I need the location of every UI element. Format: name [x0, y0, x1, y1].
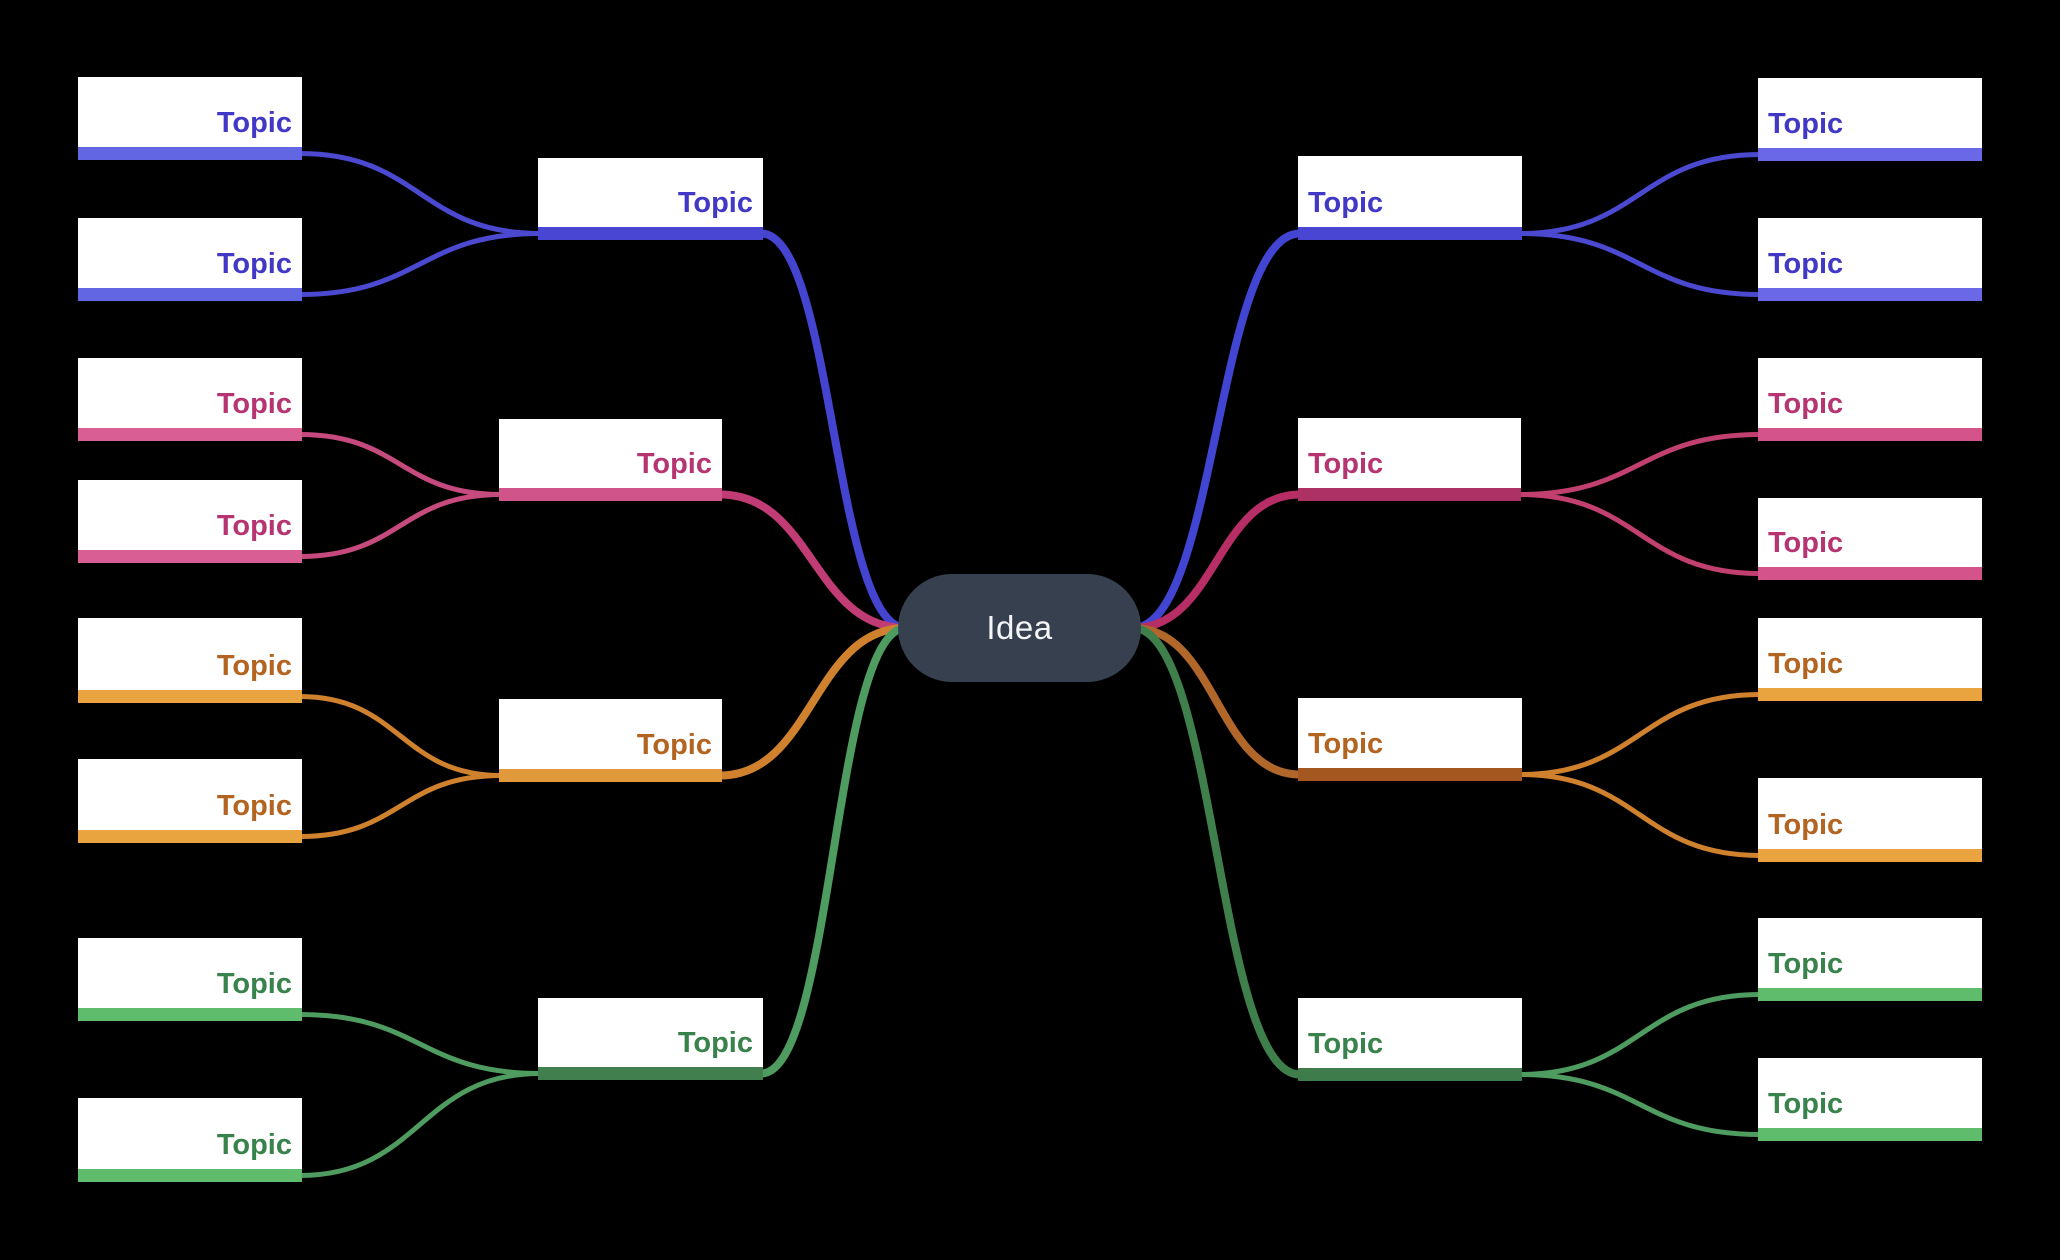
branch-link	[297, 492, 504, 559]
node-underline	[78, 147, 302, 160]
branch-link	[1517, 152, 1763, 236]
node-underline	[1298, 1068, 1522, 1081]
topic-node-label: Topic	[1768, 1088, 1844, 1120]
branch-child-node[interactable]: Topic	[78, 77, 302, 160]
node-underline	[78, 830, 302, 843]
node-underline	[1758, 849, 1982, 862]
branch-link	[1129, 490, 1304, 632]
topic-node-label: Topic	[216, 650, 292, 682]
branch-parent-node[interactable]: Topic	[538, 158, 763, 240]
branch-link	[297, 231, 543, 297]
branch-link	[297, 773, 504, 839]
node-underline	[1298, 227, 1522, 240]
node-underline	[1298, 488, 1521, 501]
branch-link	[1129, 624, 1304, 779]
branch-link	[1516, 492, 1763, 576]
topic-node-label: Topic	[1768, 108, 1844, 140]
branch-child-node[interactable]: Topic	[1758, 498, 1982, 580]
branch-child-node[interactable]: Topic	[1758, 918, 1982, 1001]
node-underline	[1758, 567, 1982, 580]
branch-parent-node[interactable]: Topic	[538, 998, 763, 1080]
branch-child-node[interactable]: Topic	[78, 759, 302, 843]
node-underline	[1758, 428, 1982, 441]
branch-child-node[interactable]: Topic	[1758, 1058, 1982, 1141]
node-underline	[499, 769, 722, 782]
branch-link	[297, 432, 504, 497]
topic-node-label: Topic	[1768, 648, 1844, 680]
branch-parent-node[interactable]: Topic	[499, 419, 722, 501]
node-underline	[1758, 148, 1982, 161]
branch-link	[1517, 772, 1763, 858]
topic-node-label: Topic	[1308, 187, 1384, 219]
branch-link	[1129, 229, 1304, 632]
branch-parent-node[interactable]: Topic	[499, 699, 722, 782]
branch-child-node[interactable]: Topic	[78, 938, 302, 1021]
central-idea-node[interactable]: Idea	[898, 574, 1141, 682]
node-underline	[78, 428, 302, 441]
branch-child-node[interactable]: Topic	[78, 618, 302, 703]
node-underline	[538, 227, 763, 240]
branch-child-node[interactable]: Topic	[78, 480, 302, 563]
topic-node-label: Topic	[216, 1129, 292, 1161]
topic-node-label: Topic	[1308, 1028, 1384, 1060]
branch-link	[1517, 692, 1763, 777]
branch-link	[1517, 231, 1763, 297]
node-underline	[1758, 988, 1982, 1001]
branch-link	[1517, 992, 1763, 1077]
branch-parent-node[interactable]: Topic	[1298, 156, 1522, 240]
branch-child-node[interactable]: Topic	[1758, 618, 1982, 701]
node-underline	[1298, 768, 1522, 781]
topic-node-label: Topic	[1308, 448, 1384, 480]
branch-child-node[interactable]: Topic	[78, 358, 302, 441]
topic-node-label: Topic	[677, 187, 753, 219]
node-underline	[1758, 288, 1982, 301]
topic-node-label: Topic	[216, 968, 292, 1000]
branch-child-node[interactable]: Topic	[1758, 78, 1982, 161]
branch-link	[716, 490, 910, 632]
branch-link	[757, 624, 910, 1078]
topic-node-label: Topic	[216, 510, 292, 542]
node-underline	[499, 488, 722, 501]
branch-link	[297, 151, 543, 236]
node-underline	[78, 1008, 302, 1021]
branch-child-node[interactable]: Topic	[1758, 218, 1982, 301]
topic-node-label: Topic	[216, 388, 292, 420]
topic-node-label: Topic	[1768, 948, 1844, 980]
branch-link	[297, 1071, 543, 1178]
topic-node-label: Topic	[1308, 728, 1384, 760]
node-underline	[78, 550, 302, 563]
branch-link	[1517, 1072, 1763, 1137]
branch-link	[716, 624, 910, 780]
branch-link	[757, 229, 910, 632]
node-underline	[1758, 688, 1982, 701]
branch-link	[297, 694, 504, 778]
topic-node-label: Topic	[216, 248, 292, 280]
branch-child-node[interactable]: Topic	[1758, 778, 1982, 862]
topic-node-label: Topic	[636, 448, 712, 480]
topic-node-label: Topic	[1768, 809, 1844, 841]
topic-node-label: Topic	[1768, 388, 1844, 420]
branch-parent-node[interactable]: Topic	[1298, 998, 1522, 1081]
node-underline	[78, 690, 302, 703]
node-underline	[78, 1169, 302, 1182]
branch-link	[297, 1012, 543, 1076]
topic-node-label: Topic	[677, 1027, 753, 1059]
branch-parent-node[interactable]: Topic	[1298, 698, 1522, 781]
branch-parent-node[interactable]: Topic	[1298, 418, 1521, 501]
branch-child-node[interactable]: Topic	[78, 1098, 302, 1182]
branch-link	[1129, 624, 1304, 1079]
node-underline	[1758, 1128, 1982, 1141]
topic-node-label: Topic	[1768, 527, 1844, 559]
node-underline	[78, 288, 302, 301]
node-underline	[538, 1067, 763, 1080]
topic-node-label: Topic	[636, 729, 712, 761]
branch-child-node[interactable]: Topic	[78, 218, 302, 301]
branch-child-node[interactable]: Topic	[1758, 358, 1982, 441]
topic-node-label: Topic	[216, 107, 292, 139]
topic-node-label: Topic	[216, 790, 292, 822]
branch-link	[1516, 432, 1763, 497]
topic-node-label: Topic	[1768, 248, 1844, 280]
